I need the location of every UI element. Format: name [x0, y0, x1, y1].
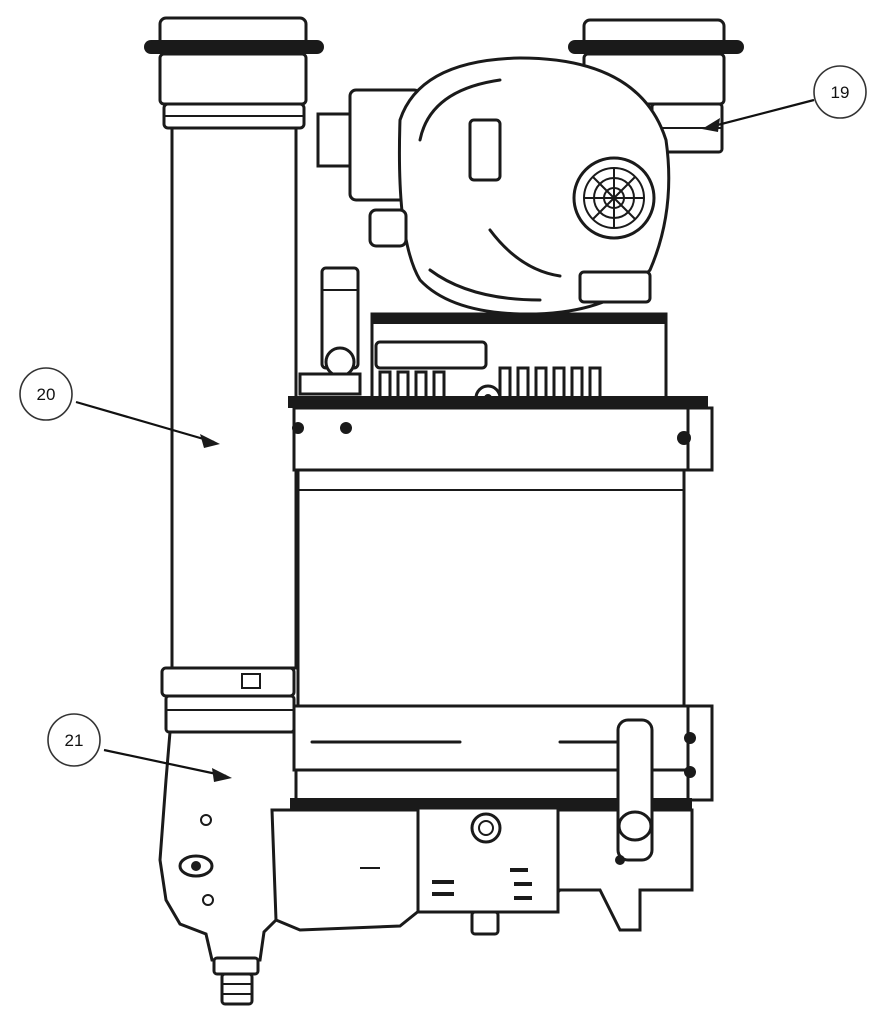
callout-21-label: 21	[65, 731, 84, 750]
callout-21: 21	[47, 713, 101, 767]
leader-21	[103, 748, 227, 778]
callout-leaders	[75, 98, 815, 782]
callout-19: 19	[813, 65, 867, 119]
leader-20	[75, 400, 215, 444]
burner-section	[288, 312, 708, 412]
condensate-sump	[270, 718, 694, 936]
fan-assembly	[316, 56, 671, 370]
left-flue-pipe	[144, 16, 324, 734]
callout-20-label: 20	[37, 385, 56, 404]
leader-19	[705, 98, 815, 130]
arrowhead-21	[212, 768, 232, 782]
callout-20: 20	[19, 367, 73, 421]
burner-fins	[378, 366, 602, 400]
arrowhead-19	[702, 118, 720, 132]
arrowhead-20	[200, 434, 220, 448]
callout-19-label: 19	[831, 83, 850, 102]
